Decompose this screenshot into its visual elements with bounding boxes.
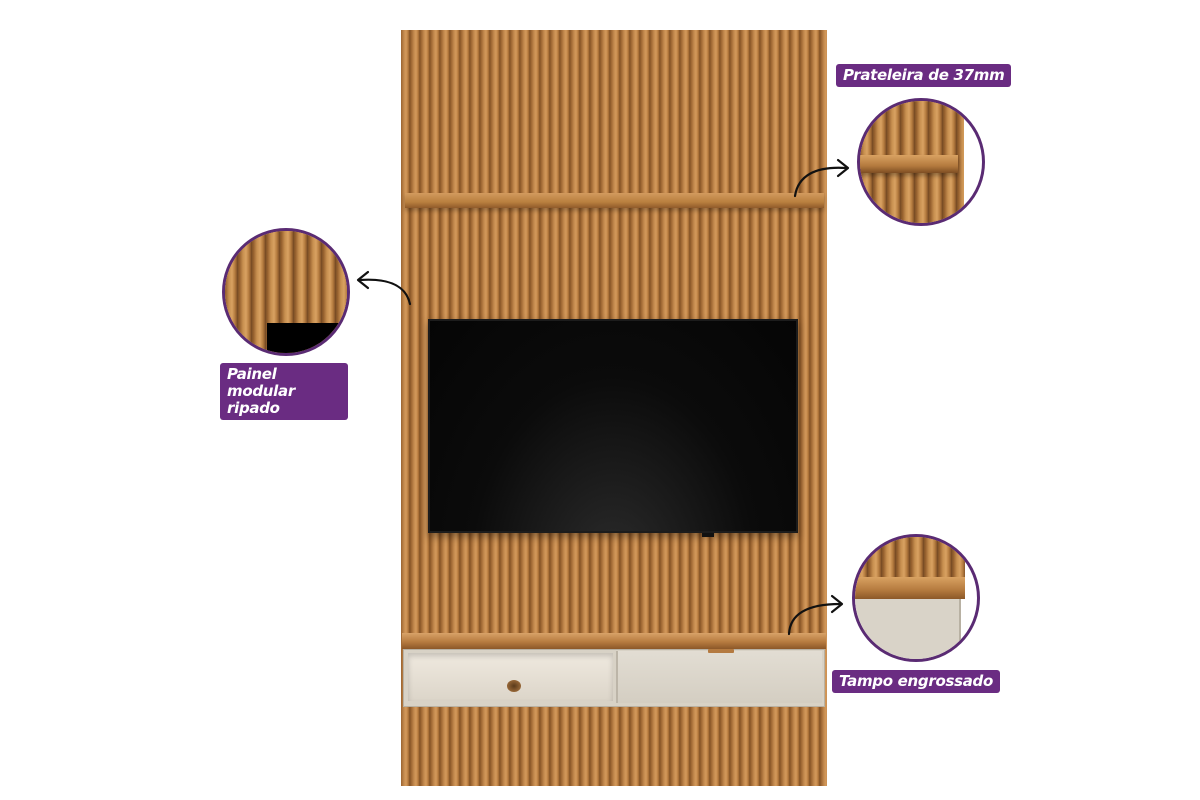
- zoom-rack: [855, 599, 961, 659]
- tv-rack: [403, 649, 825, 707]
- zoom-tabletop: [855, 577, 965, 599]
- tv-foot: [702, 533, 714, 537]
- zoom-shelf: [860, 155, 958, 173]
- cable-hole: [507, 680, 521, 692]
- zoom-panel-detail: [222, 228, 350, 356]
- thick-tabletop: [402, 633, 826, 649]
- door-handle: [708, 649, 734, 653]
- television: [428, 319, 798, 533]
- shelf: [405, 193, 824, 208]
- open-niche: [408, 653, 613, 701]
- zoom-slats: [855, 537, 965, 581]
- curved-arrow-icon: [793, 158, 850, 198]
- rack-door: [616, 649, 822, 703]
- callout-shelf: Prateleira de 37mm: [836, 64, 1012, 87]
- zoom-tv-corner: [267, 323, 347, 353]
- zoom-shelf-detail: [857, 98, 985, 226]
- callout-tabletop: Tampo engrossado: [832, 670, 1000, 693]
- callout-panel: Painel modular ripado: [220, 363, 348, 420]
- curved-arrow-icon: [787, 594, 844, 636]
- zoom-tabletop-detail: [852, 534, 980, 662]
- curved-arrow-icon: [356, 270, 412, 306]
